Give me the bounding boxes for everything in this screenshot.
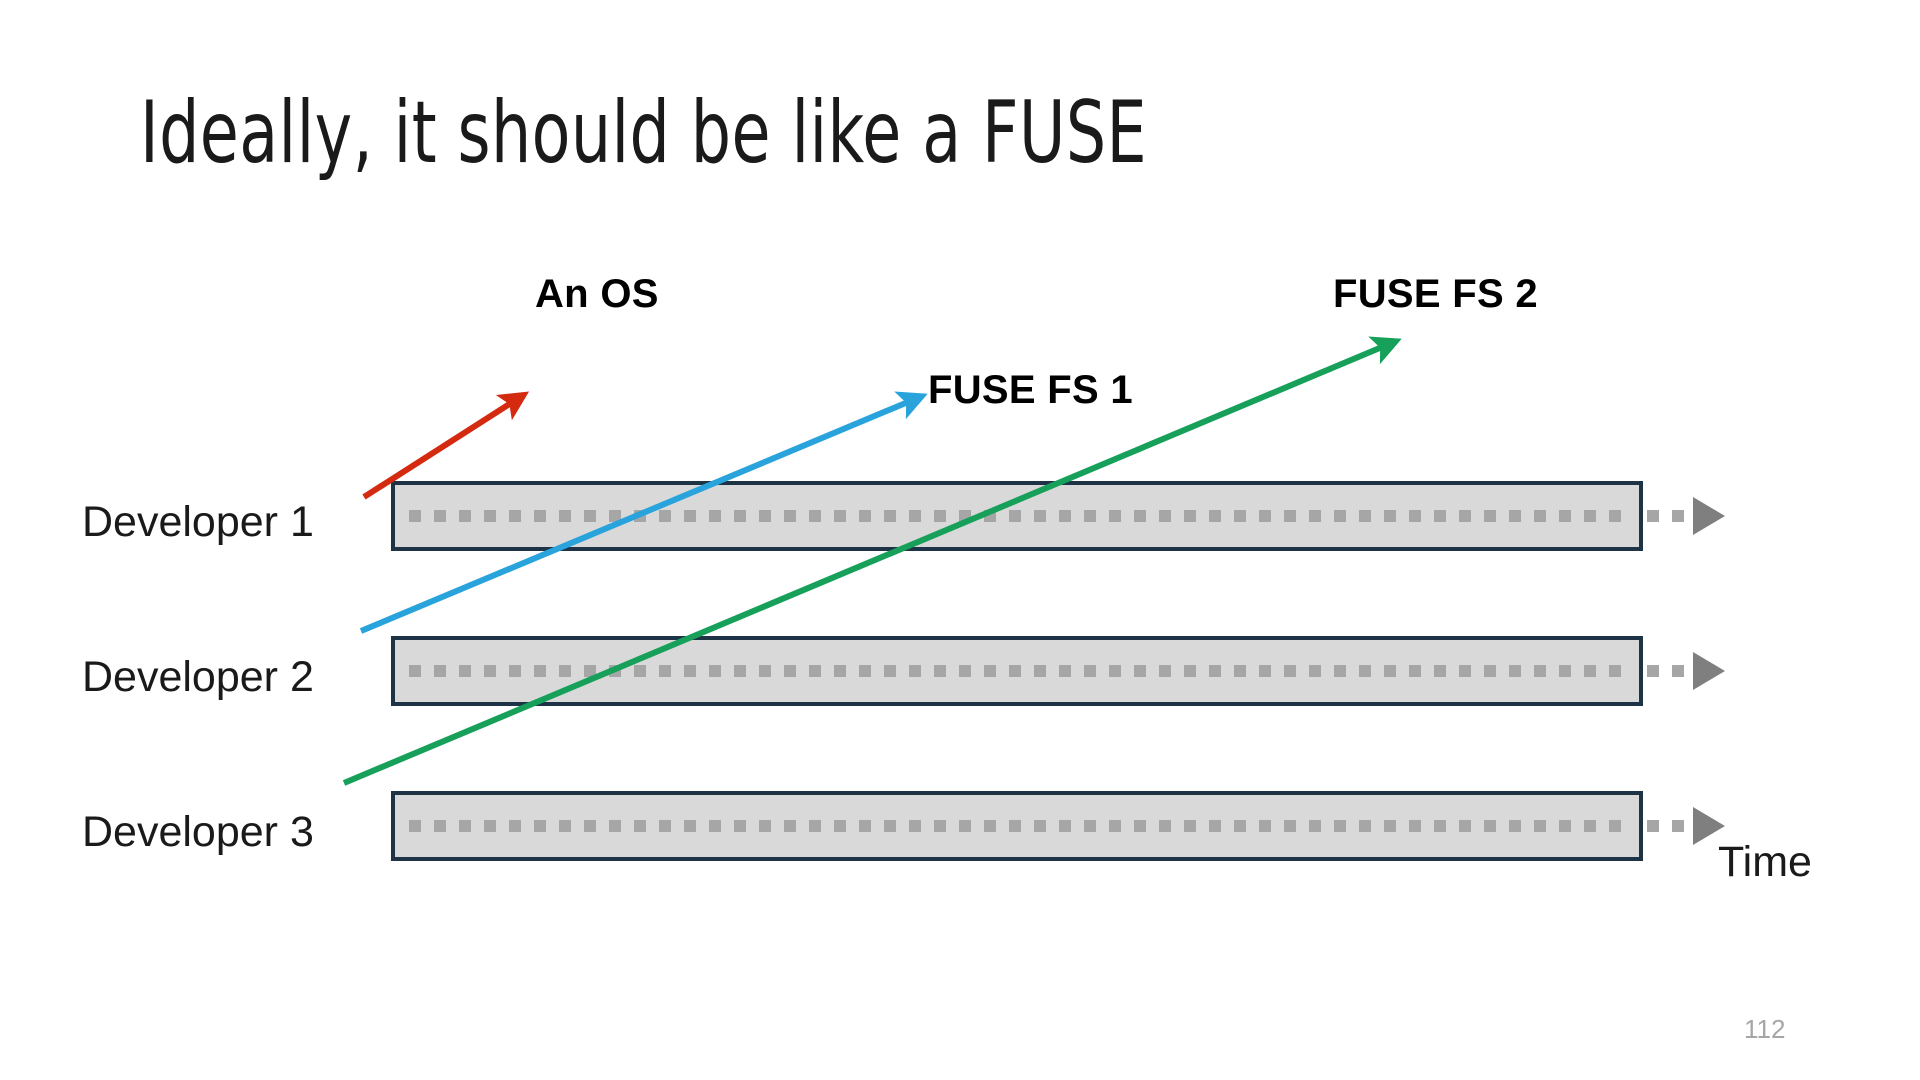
timeline-arrowhead-icon xyxy=(1693,652,1725,690)
timeline-lane-developer-3 xyxy=(391,791,1725,861)
lane-label-developer-3: Developer 3 xyxy=(82,808,314,856)
timeline-dashed-tail xyxy=(1647,820,1693,832)
annotation-label-an-os: An OS xyxy=(535,272,659,316)
timeline-bar xyxy=(391,791,1643,861)
timeline-dashed-line xyxy=(409,665,1629,677)
timeline-lane-developer-1 xyxy=(391,481,1725,551)
annotation-arrow-fuse-fs-2 xyxy=(342,336,1402,786)
timeline-lane-developer-2 xyxy=(391,636,1725,706)
annotation-label-fuse-fs-1: FUSE FS 1 xyxy=(928,368,1133,412)
timeline-dashed-line xyxy=(409,820,1629,832)
page-title: Ideally, it should be like a FUSE xyxy=(140,83,1148,183)
timeline-dashed-line xyxy=(409,510,1629,522)
timeline-bar xyxy=(391,636,1643,706)
timeline-dashed-tail xyxy=(1647,510,1693,522)
page-number: 112 xyxy=(1744,1014,1786,1044)
timeline-arrowhead-icon xyxy=(1693,497,1725,535)
lane-label-developer-2: Developer 2 xyxy=(82,653,314,701)
timeline-arrowhead-icon xyxy=(1693,807,1725,845)
axis-label-time: Time xyxy=(1718,838,1812,886)
timeline-dashed-tail xyxy=(1647,665,1693,677)
timeline-bar xyxy=(391,481,1643,551)
annotation-label-fuse-fs-2: FUSE FS 2 xyxy=(1333,272,1538,316)
lane-label-developer-1: Developer 1 xyxy=(82,498,314,546)
